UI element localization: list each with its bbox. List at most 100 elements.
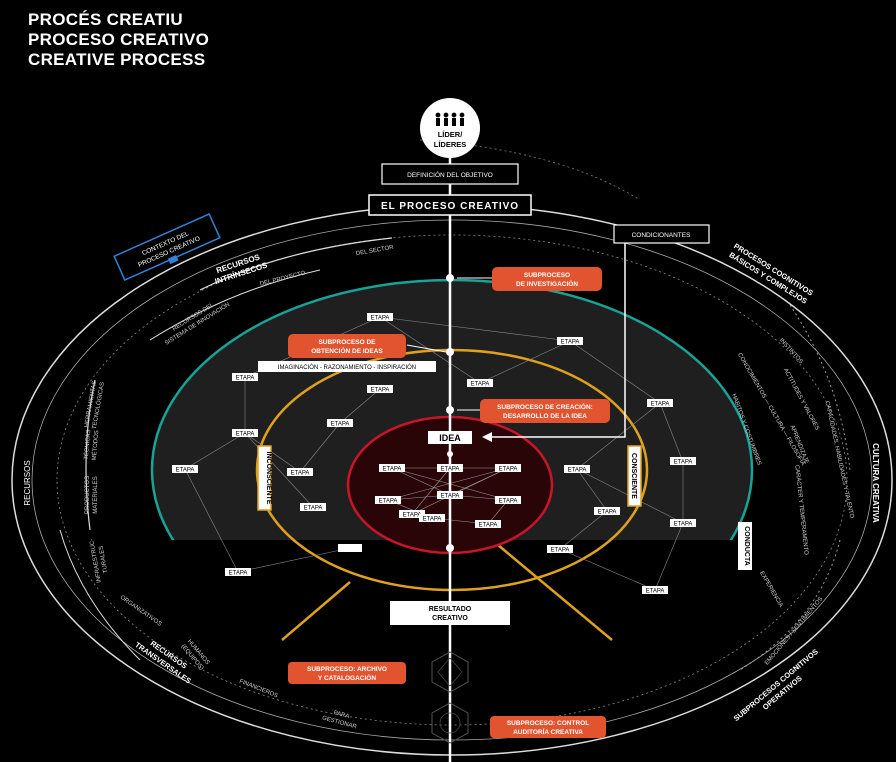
left-arc-4	[59, 529, 141, 661]
etapa-box: ETAPA	[287, 468, 313, 477]
sistema-label-2: SISTEMA DE INNOVACIÓN	[164, 301, 232, 347]
gold-leg-right	[497, 544, 613, 641]
etapa-box: ETAPA	[547, 545, 573, 554]
etapa-box: ETAPA	[642, 586, 668, 595]
svg-text:ETAPA: ETAPA	[304, 506, 323, 512]
investigacion-line2: DE INVESTIGACIÓN	[516, 279, 578, 288]
svg-text:ETAPA: ETAPA	[236, 432, 255, 438]
leader-label-2: LÍDERES	[434, 140, 467, 149]
creacion-line2: DESARROLLO DE LA IDEA	[503, 413, 587, 420]
infra-2: TURALES	[99, 545, 110, 573]
gold-leg-left	[281, 581, 351, 641]
svg-text:ETAPA: ETAPA	[229, 571, 248, 577]
axis-node	[447, 451, 453, 457]
inconsciente-label: INCONSCIENTE	[265, 452, 272, 505]
imaginacion-label: IMAGINACIÓN - RAZONAMIENTO - INSPIRACIÓN	[278, 364, 416, 371]
control-hexagon	[431, 702, 469, 744]
proceso-label: EL PROCESO CREATIVO	[381, 201, 519, 212]
axis-node	[446, 544, 454, 552]
imaginacion-bar	[258, 361, 436, 372]
productos-2: MATERIALES	[93, 476, 99, 514]
dotted-ring	[56, 234, 848, 726]
idea-label: IDEA	[439, 433, 461, 443]
etapa-box: ETAPA	[475, 520, 501, 529]
etapa-box: ETAPA	[467, 379, 493, 388]
etapa-box: ETAPA	[172, 465, 198, 474]
leader-node	[420, 98, 480, 158]
subproceso-creacion	[480, 399, 610, 423]
archivo-line1: SUBPROCESO: ARCHIVO	[307, 666, 387, 673]
consciente-label: CONSCIENTE	[630, 453, 637, 499]
svg-text:ETAPA: ETAPA	[561, 340, 580, 346]
subproceso-control	[490, 716, 606, 738]
etapa-box: ETAPA	[495, 496, 521, 505]
svg-text:ETAPA: ETAPA	[651, 402, 670, 408]
resultado-line1: RESULTADO	[429, 606, 472, 613]
svg-text:ETAPA: ETAPA	[371, 316, 390, 322]
svg-text:ETAPA: ETAPA	[568, 468, 587, 474]
etapa-box: ETAPA	[647, 399, 673, 408]
del-proyecto-label: DEL PROYECTO	[259, 270, 306, 287]
actitudes-label: ACTITUDES Y VALORES	[782, 368, 820, 432]
etapa-box: ETAPA	[367, 385, 393, 394]
svg-text:ETAPA: ETAPA	[176, 468, 195, 474]
caracter-label: CARÁCTER Y TEMPERAMENTO	[793, 464, 809, 555]
axis-node	[446, 406, 454, 414]
etapa-box: ETAPA	[367, 313, 393, 322]
etapa-box: ETAPA	[327, 419, 353, 428]
right-arc-dotted	[789, 304, 851, 471]
svg-text:ETAPA: ETAPA	[499, 499, 518, 505]
etapa-box: ETAPA	[670, 457, 696, 466]
conducta-tag	[738, 522, 752, 570]
obtencion-line2: OBTENCIÓN DE IDEAS	[311, 346, 383, 355]
financieros-label: FINANCIEROS	[238, 679, 278, 700]
etapa-box: ETAPA	[232, 429, 258, 438]
del-sector-label: DEL SECTOR	[356, 245, 395, 258]
people-icon	[435, 112, 465, 126]
svg-text:ETAPA: ETAPA	[423, 517, 442, 523]
condicionantes-label: CONDICIONANTES	[632, 232, 692, 239]
control-line1: SUBPROCESO: CONTROL	[507, 720, 589, 727]
outer-ring-inner	[31, 219, 873, 741]
etapa-box: ETAPA	[375, 496, 401, 505]
contexto-box: CONTEXTO DEL PROCESO CREATIVO	[113, 212, 221, 282]
svg-text:ETAPA: ETAPA	[479, 523, 498, 529]
svg-text:ETAPA: ETAPA	[598, 510, 617, 516]
svg-text:ETAPA: ETAPA	[371, 388, 390, 394]
svg-text:ETAPA: ETAPA	[441, 494, 460, 500]
svg-text:ETAPA: ETAPA	[236, 376, 255, 382]
capacidades-label: CAPACIDADES, HABILIDADES Y TALENTO	[824, 401, 855, 520]
svg-text:ETAPA: ETAPA	[551, 548, 570, 554]
proceso-box	[368, 194, 532, 216]
svg-text:ETAPA: ETAPA	[471, 382, 490, 388]
title-catalan: PROCÉS CREATIU	[28, 10, 184, 29]
resultado-box	[390, 601, 510, 625]
svg-text:ETAPA: ETAPA	[403, 513, 422, 519]
subproceso-archivo	[288, 662, 406, 684]
etapa-box: ETAPA	[232, 373, 258, 382]
leader-label-1: LÍDER/	[438, 130, 464, 139]
etapa-box: ETAPA	[225, 568, 251, 577]
left-arc-2	[149, 269, 321, 341]
etapa-box: ETAPA	[495, 464, 521, 473]
svg-text:ETAPA: ETAPA	[674, 522, 693, 528]
tecnicas-1: TÉCNICAS	[83, 429, 93, 460]
diagram-title: PROCÉS CREATIU PROCESO CREATIVO CREATIVE…	[28, 10, 209, 70]
gestionar-1: PARA	[333, 710, 350, 720]
consciente-tag	[627, 445, 642, 507]
control-line2: AUDITORÍA CREATIVA	[513, 727, 583, 736]
svg-text:ETAPA: ETAPA	[499, 467, 518, 473]
subproceso-obtencion	[288, 334, 406, 358]
svg-text:ETAPA: ETAPA	[291, 471, 310, 477]
definicion-box	[381, 163, 519, 185]
organizativos-label: ORGANIZATIVOS	[119, 595, 163, 628]
recursos-label: RECURSOS	[23, 460, 32, 505]
arc-top-dotted	[419, 139, 641, 201]
etapa-box: ETAPA	[419, 514, 445, 523]
svg-text:ETAPA: ETAPA	[441, 467, 460, 473]
svg-text:ETAPA: ETAPA	[646, 589, 665, 595]
etapa-box: ETAPA	[437, 491, 463, 500]
right-lower-dotted	[739, 539, 841, 671]
archivo-hexagon	[431, 651, 469, 693]
